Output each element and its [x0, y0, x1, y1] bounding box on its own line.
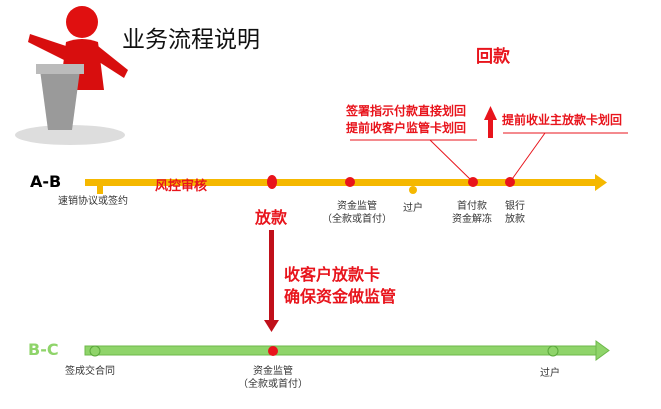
bc-label: B-C	[28, 340, 59, 359]
note-left: 签署指示付款直接划回 提前收客户监管卡划回	[346, 103, 466, 137]
ab-timeline	[85, 179, 597, 186]
step-fund-supervision: 资金监管（全款或首付）	[322, 201, 392, 225]
presenter-icon	[15, 6, 128, 145]
step-contract: 签成交合同	[65, 366, 115, 377]
step-down-payment-release: 首付款资金解冻	[452, 201, 492, 225]
middle-note: 收客户放款卡确保资金做监管	[284, 265, 397, 306]
step-agreement: 速销协议或签约	[58, 196, 128, 207]
page-title: 业务流程说明	[122, 27, 260, 53]
ab-label: A-B	[30, 172, 62, 191]
bc-timeline	[84, 345, 598, 356]
note-left-line2: 提前收客户监管卡划回	[346, 121, 467, 135]
refund-label: 回款	[476, 47, 510, 67]
note-left-line1: 签署指示付款直接划回	[346, 104, 467, 118]
loan-label: 放款	[255, 208, 288, 227]
risk-review-label: 风控审核	[155, 179, 208, 194]
step-bank-loan: 银行放款	[505, 201, 525, 225]
step-bc-transfer: 过户	[540, 368, 560, 379]
step-bc-fund-supervision: 资金监管（全款或首付）	[238, 366, 308, 390]
step-transfer: 过户	[403, 203, 423, 214]
note-right: 提前收业主放款卡划回	[502, 113, 623, 127]
